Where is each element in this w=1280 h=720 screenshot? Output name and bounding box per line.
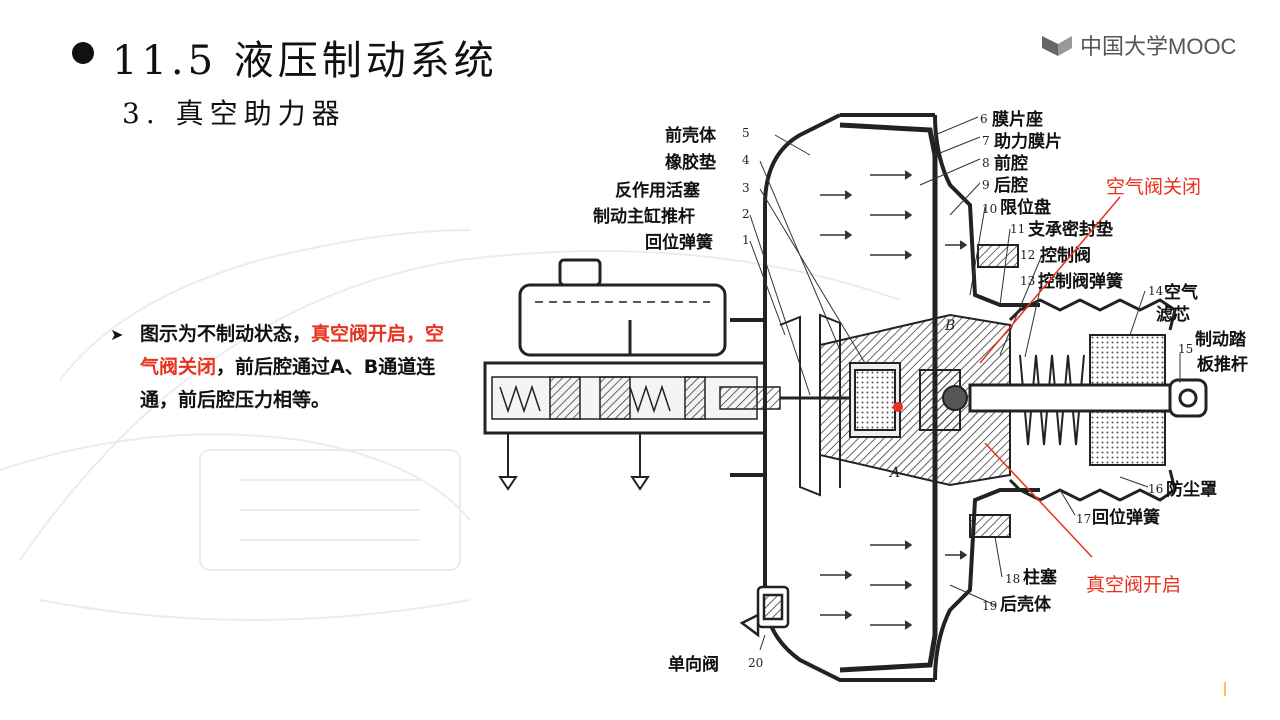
label-control-valve-spring: 控制阀弹簧 [1038,271,1123,292]
label-dust-boot: 防尘罩 [1166,479,1217,500]
title-bullet-icon [72,42,94,64]
reservoir [518,258,727,357]
svg-text:13: 13 [1020,274,1035,288]
right-labels: 6 膜片座 7 助力膜片 8 前腔 9 后腔 10 限位盘 11 支承密封垫 1… [980,109,1248,615]
svg-text:11: 11 [1010,222,1025,236]
svg-text:7: 7 [982,134,990,148]
svg-text:14: 14 [1148,284,1164,298]
arrow-bullet-icon: ➤ [110,325,124,344]
label-limit-plate: 限位盘 [1000,197,1051,218]
label-booster-diaphragm: 助力膜片 [994,131,1062,152]
pedal-push-rod [968,378,1208,418]
mounting-studs [969,244,1019,538]
rear-shell [933,114,1040,681]
mooc-logo-icon [1042,36,1072,56]
svg-text:18: 18 [1005,572,1020,586]
label-air-1: 空气 [1164,282,1198,303]
label-diaphragm-seat: 膜片座 [992,109,1043,130]
num-rubber-pad: 4 [742,153,750,167]
num-master-push-rod: 2 [742,207,750,221]
right-leader-lines [919,116,1181,606]
svg-text:8: 8 [982,156,990,170]
svg-text:9: 9 [982,178,990,192]
callout-air-valve-closed: 空气阀关闭 [1106,176,1201,198]
label-support-seal: 支承密封垫 [1028,219,1113,240]
left-leader-lines [749,134,866,396]
label-front-shell: 前壳体 [665,125,717,146]
left-labels: 前壳体 5 橡胶垫 4 反作用活塞 3 制动主缸推杆 2 回位弹簧 1 [593,125,750,253]
passage-a-label: A [888,465,900,481]
vacuum-booster-diagram: B A 前壳体 5 橡胶垫 4 反作用活塞 3 制动主缸推杆 2 回位弹簧 1 [483,109,1248,682]
passage-b-label: B [944,318,955,334]
corner-mark [1224,682,1226,696]
num-check-valve: 20 [748,656,763,670]
check-valve [739,585,790,638]
label-rear-shell: 后壳体 [1000,594,1052,615]
num-reaction-piston: 3 [742,181,750,195]
label-return-spring-17: 回位弹簧 [1092,507,1160,528]
red-callouts: 空气阀关闭 真空阀开启 [979,176,1201,596]
num-front-shell: 5 [742,126,750,140]
svg-text:12: 12 [1020,248,1035,262]
label-rear-chamber: 后腔 [994,175,1028,196]
label-plunger: 柱塞 [1023,567,1058,588]
label-rubber-pad: 橡胶垫 [665,152,716,173]
valve-body [819,313,1011,487]
front-shell [730,113,935,682]
svg-text:16: 16 [1148,482,1163,496]
svg-text:17: 17 [1076,512,1091,526]
mooc-logo-text: 中国大学MOOC [1080,34,1237,59]
svg-text:10: 10 [982,202,997,216]
page-title: 11.5 液压制动系统 [112,38,498,84]
description-text: ➤ 图示为不制动状态，真空阀开启，空气阀关闭，前后腔通过A、B通道连通，前后腔压… [110,318,455,417]
label-check-valve: 单向阀 [668,654,719,675]
flow-arrows [820,170,968,630]
label-pedal-push-rod-1: 制动踏 [1195,329,1247,350]
mooc-logo: 中国大学MOOC [1040,30,1236,60]
label-return-spring-1: 回位弹簧 [645,232,713,253]
description-part3: ，前后腔通过A、B通道连通，前后腔压力相等。 [140,356,436,411]
page-subtitle: 3. 真空助力器 [122,97,346,130]
num-return-spring-1: 1 [742,233,750,247]
control-valve-spring [1019,354,1085,446]
svg-text:19: 19 [982,599,997,613]
label-air-filter: 滤芯 [1156,304,1190,325]
callout-vacuum-valve-open: 真空阀开启 [1086,574,1181,596]
label-pedal-push-rod-2: 板推杆 [1197,354,1248,375]
description-red-text: 真空阀开启，空气阀关闭 [140,323,445,378]
bottom-label: 单向阀 20 [668,634,766,675]
master-cylinder [483,361,860,491]
label-reaction-piston: 反作用活塞 [615,180,701,201]
label-control-valve: 控制阀 [1040,245,1091,266]
description-part1: 图示为不制动状态， [140,323,312,345]
svg-text:15: 15 [1178,342,1193,356]
label-master-push-rod: 制动主缸推杆 [593,206,695,227]
return-spring [779,313,841,497]
svg-text:6: 6 [980,112,988,126]
label-front-chamber: 前腔 [994,153,1028,174]
